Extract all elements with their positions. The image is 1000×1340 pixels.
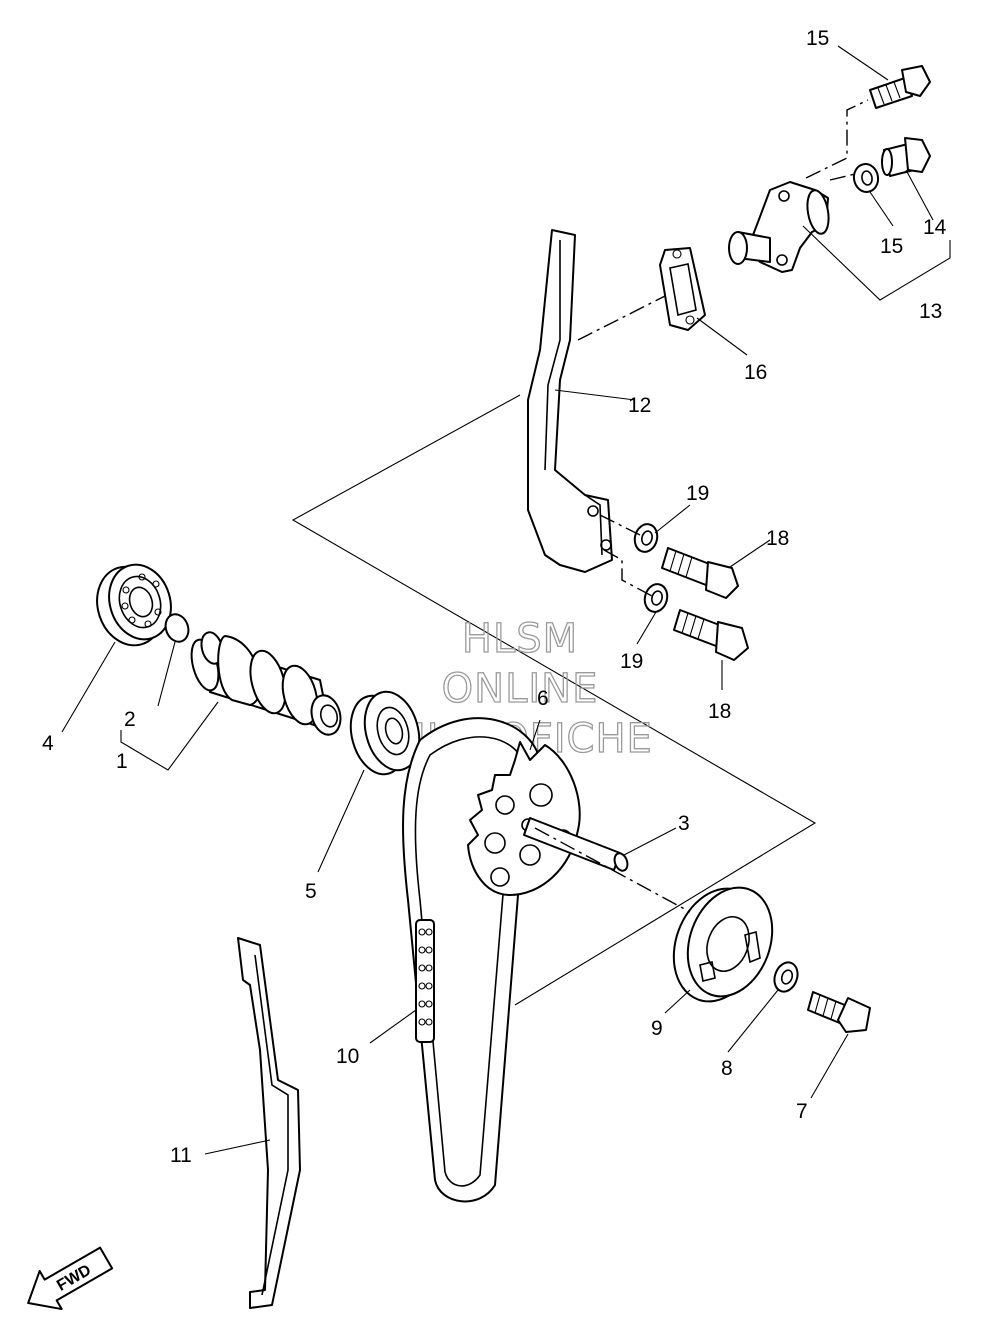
reference-frame bbox=[291, 394, 817, 1006]
callout-2: 2 bbox=[124, 708, 136, 731]
part-3-dowel-pin bbox=[523, 817, 629, 872]
callout-18-lower: 18 bbox=[708, 700, 731, 723]
part-18-bolt-upper bbox=[661, 547, 739, 599]
callout-19-lower: 19 bbox=[620, 650, 643, 673]
part-12-chain-guide bbox=[527, 229, 613, 573]
watermark-line-2: ONLINE bbox=[442, 666, 599, 712]
callout-12: 12 bbox=[628, 394, 651, 417]
callout-10: 10 bbox=[336, 1045, 359, 1068]
callout-1: 1 bbox=[116, 750, 128, 773]
callout-16: 16 bbox=[744, 361, 767, 384]
callout-6: 6 bbox=[537, 687, 549, 710]
part-6-cam-sprocket bbox=[467, 741, 581, 896]
callout-14: 14 bbox=[923, 216, 947, 239]
callout-9: 9 bbox=[651, 1017, 663, 1040]
part-13-tensioner bbox=[728, 181, 830, 273]
callout-11: 11 bbox=[170, 1144, 192, 1167]
part-16-gasket bbox=[659, 247, 706, 331]
part-5-bearing bbox=[349, 690, 421, 776]
callout-17: 15 bbox=[806, 27, 829, 50]
callout-3: 3 bbox=[678, 812, 690, 835]
part-4-bearing bbox=[96, 563, 172, 647]
callout-5: 5 bbox=[305, 880, 317, 903]
callout-8: 8 bbox=[721, 1057, 733, 1080]
part-7-bolt bbox=[807, 991, 871, 1033]
callout-19-upper: 19 bbox=[686, 482, 709, 505]
callout-7: 7 bbox=[796, 1100, 808, 1123]
part-17-bolt bbox=[869, 65, 931, 109]
part-15-washer bbox=[852, 163, 880, 193]
part-9-plate bbox=[672, 886, 774, 1003]
part-18-bolt-lower bbox=[673, 609, 749, 661]
callout-13: 13 bbox=[919, 300, 942, 323]
part-19-washer-lower bbox=[643, 583, 669, 613]
part-1-camshaft bbox=[190, 631, 342, 736]
leader-lines bbox=[61, 45, 951, 1155]
callout-18-upper: 18 bbox=[766, 527, 789, 550]
part-14-plug-bolt bbox=[881, 137, 931, 177]
watermark-line-1: HLSM bbox=[462, 616, 578, 662]
fwd-arrow: FWD bbox=[27, 1246, 114, 1311]
callout-4: 4 bbox=[42, 732, 54, 755]
callout-15: 15 bbox=[880, 235, 903, 258]
part-11-chain-guide bbox=[237, 937, 301, 1309]
part-19-washer-upper bbox=[633, 523, 659, 553]
alignment-lines bbox=[534, 99, 869, 913]
callout-numbers: 15 14 15 13 16 12 19 18 19 18 6 3 2 4 1 … bbox=[42, 27, 947, 1167]
part-8-washer bbox=[773, 961, 799, 993]
part-2-ball bbox=[164, 613, 190, 643]
